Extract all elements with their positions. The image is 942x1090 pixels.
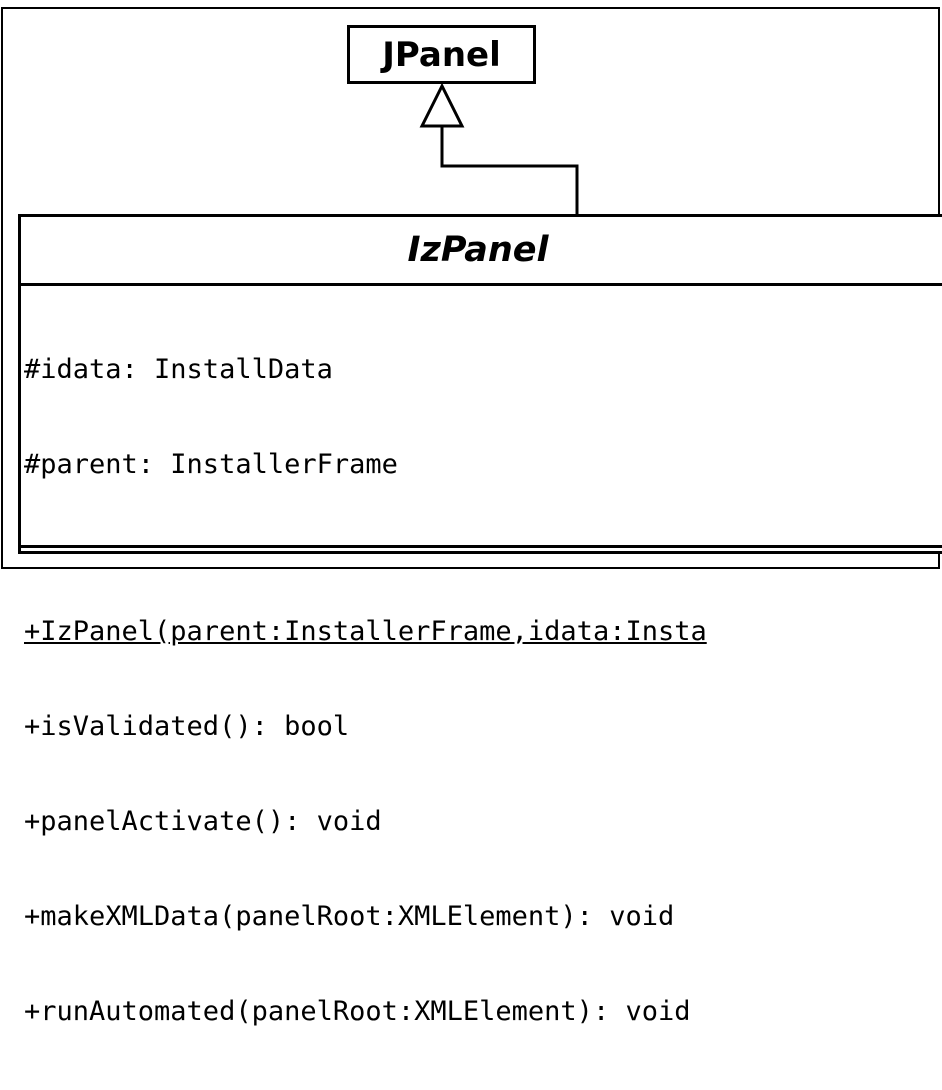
- operation-item: +isValidated(): bool: [24, 711, 350, 742]
- attribute-item: #parent: InstallerFrame: [24, 449, 398, 480]
- operation-item: +makeXMLData(panelRoot:XMLElement): void: [24, 901, 675, 932]
- operations-compartment: +IzPanel(parent:InstallerFrame,idata:Ins…: [21, 548, 942, 1090]
- operation-item: +runAutomated(panelRoot:XMLElement): voi…: [24, 996, 691, 1027]
- class-box: IzPanel #idata: InstallData #parent: Ins…: [18, 214, 942, 1027]
- attribute-item: #idata: InstallData: [24, 354, 333, 385]
- inheritance-arrow: [419, 82, 579, 214]
- inheritance-line: [440, 126, 579, 214]
- parent-class-box: JPanel: [347, 25, 536, 84]
- generalization-arrowhead-icon: [419, 82, 465, 128]
- constructor-item: +IzPanel(parent:InstallerFrame,idata:Ins…: [24, 616, 707, 647]
- attributes-compartment: #idata: InstallData #parent: InstallerFr…: [21, 286, 942, 548]
- class-name: IzPanel: [21, 217, 942, 286]
- parent-class-name: JPanel: [382, 34, 501, 75]
- operation-item: +panelActivate(): void: [24, 806, 382, 837]
